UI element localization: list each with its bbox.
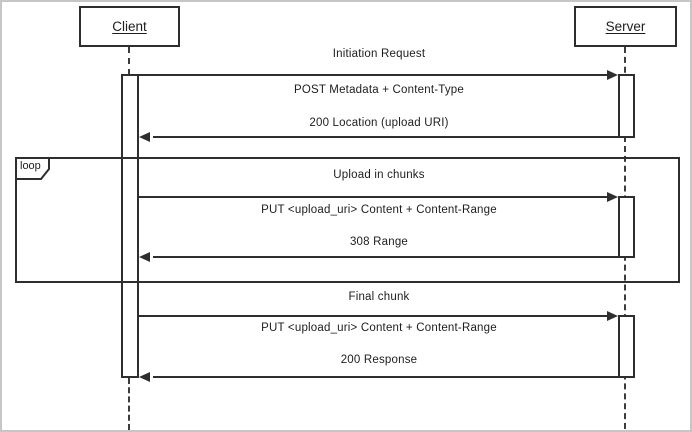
actor-server-label: Server [605, 19, 646, 34]
message-line-upload-in-chunks [139, 196, 609, 198]
loop-fragment-label: loop [20, 160, 41, 172]
message-line-200-response [153, 376, 619, 378]
client-activation-bar [121, 74, 139, 378]
message-label-put-chunk: PUT <upload_uri> Content + Content-Range [261, 204, 497, 216]
message-label-put-final: PUT <upload_uri> Content + Content-Range [261, 322, 497, 334]
arrowhead-left-icon [139, 372, 150, 382]
client-lifeline-lower [128, 378, 130, 430]
message-line-200-location [153, 136, 619, 138]
message-label-initiation-request: Initiation Request [332, 48, 426, 60]
message-label-200-response: 200 Response [340, 354, 418, 366]
server-activation-bar-1 [618, 74, 635, 138]
arrowhead-right-icon [607, 192, 618, 202]
message-line-final-chunk [139, 315, 609, 317]
client-lifeline-upper [128, 47, 130, 75]
arrowhead-left-icon [139, 132, 150, 142]
message-label-200-location: 200 Location (upload URI) [309, 117, 449, 129]
arrowhead-right-icon [607, 70, 618, 80]
message-line-initiation-request [139, 74, 609, 76]
server-activation-bar-2 [618, 196, 635, 258]
arrowhead-right-icon [607, 311, 618, 321]
message-label-308-range: 308 Range [349, 236, 409, 248]
message-label-upload-in-chunks: Upload in chunks [333, 169, 425, 181]
server-activation-bar-3 [618, 315, 635, 378]
arrowhead-left-icon [139, 252, 150, 262]
actor-box-client: Client [79, 6, 180, 47]
message-line-308-range [153, 256, 619, 258]
actor-client-label: Client [112, 19, 147, 34]
message-label-final-chunk: Final chunk [348, 291, 410, 303]
actor-box-server: Server [574, 6, 677, 47]
message-label-post-metadata: POST Metadata + Content-Type [294, 84, 464, 96]
